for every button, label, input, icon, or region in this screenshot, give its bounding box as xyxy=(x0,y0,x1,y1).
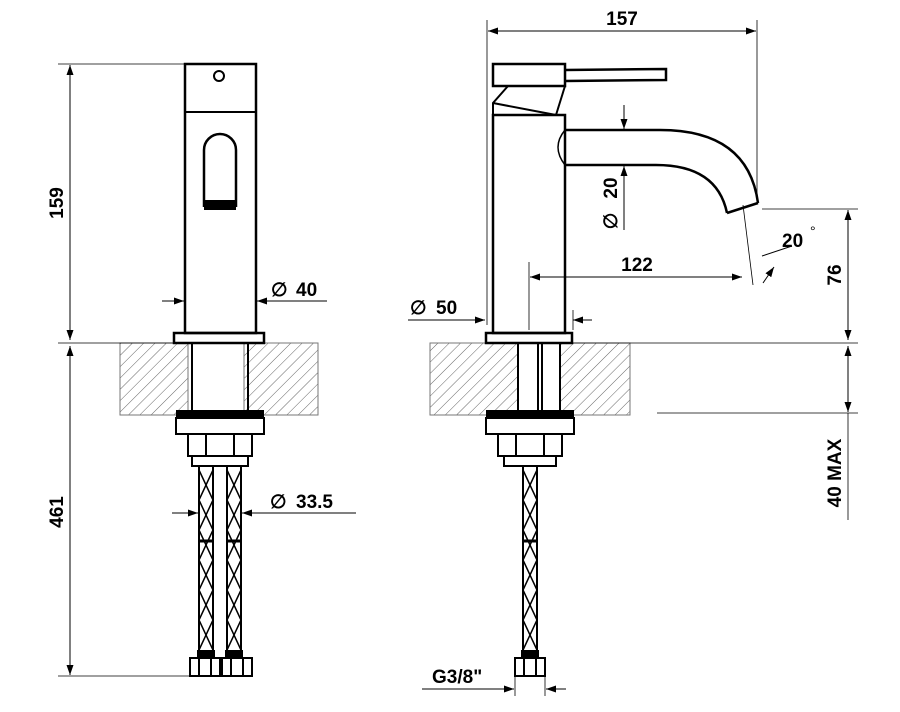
front-hose-left xyxy=(198,466,214,651)
dim-157-label: 157 xyxy=(606,9,638,30)
dim-dia-33-5-label: 33.5 xyxy=(296,492,333,513)
dim-dia-40: ∅ 40 xyxy=(162,280,327,305)
side-deck xyxy=(429,342,631,416)
dim-dia-20: ∅ 20 xyxy=(601,105,628,230)
side-base-flange xyxy=(484,331,574,345)
front-shank xyxy=(191,343,249,410)
dim-dia-50: ∅ 50 xyxy=(408,298,592,330)
dim-angle-20-label: 20 xyxy=(782,231,803,252)
side-hose xyxy=(522,466,538,651)
dim-122-label: 122 xyxy=(621,255,653,276)
dim-angle-20: 20 ° xyxy=(742,204,816,286)
dim-159: 159 xyxy=(47,63,185,340)
dim-76-label: 76 xyxy=(825,264,846,285)
dim-dia-40-label: 40 xyxy=(296,280,317,301)
side-fixing-nut xyxy=(485,410,575,467)
dim-dia-20-symbol: ∅ xyxy=(601,213,622,230)
front-view: 159 461 ∅ 40 ∅ 33.5 xyxy=(47,62,356,677)
dim-461: 461 xyxy=(47,346,190,677)
front-hose-fittings xyxy=(189,650,253,677)
dim-40-max-label: 40 MAX xyxy=(825,438,846,507)
side-hose-fitting xyxy=(514,650,546,677)
dim-dia-33-5-symbol: ∅ xyxy=(270,492,287,513)
side-lever xyxy=(491,62,668,116)
dim-157: 157 xyxy=(486,9,758,325)
front-base-flange xyxy=(172,331,266,345)
dim-thread: G3/8" xyxy=(422,667,566,696)
front-deck xyxy=(119,342,319,416)
dim-40-max: 40 MAX xyxy=(657,346,858,520)
dim-thread-label: G3/8" xyxy=(432,667,482,688)
dim-122: 122 xyxy=(528,255,742,330)
front-fixing-nut xyxy=(175,410,265,467)
side-view: 157 ∅ 20 122 20 ° 76 xyxy=(408,9,858,696)
front-hose-right xyxy=(226,466,242,651)
side-shank xyxy=(517,343,561,410)
dim-dia-50-label: 50 xyxy=(436,298,457,319)
dim-dia-40-symbol: ∅ xyxy=(271,280,288,301)
dim-dia-20-label: 20 xyxy=(601,177,622,198)
side-spout xyxy=(557,128,760,215)
dim-461-label: 461 xyxy=(47,496,68,528)
dim-dia-50-symbol: ∅ xyxy=(410,298,427,319)
dim-angle-20-degree: ° xyxy=(810,223,816,239)
dim-76: 76 xyxy=(762,208,858,340)
front-body xyxy=(183,62,258,335)
dim-159-label: 159 xyxy=(47,187,68,219)
dim-dia-33-5: ∅ 33.5 xyxy=(172,492,356,517)
